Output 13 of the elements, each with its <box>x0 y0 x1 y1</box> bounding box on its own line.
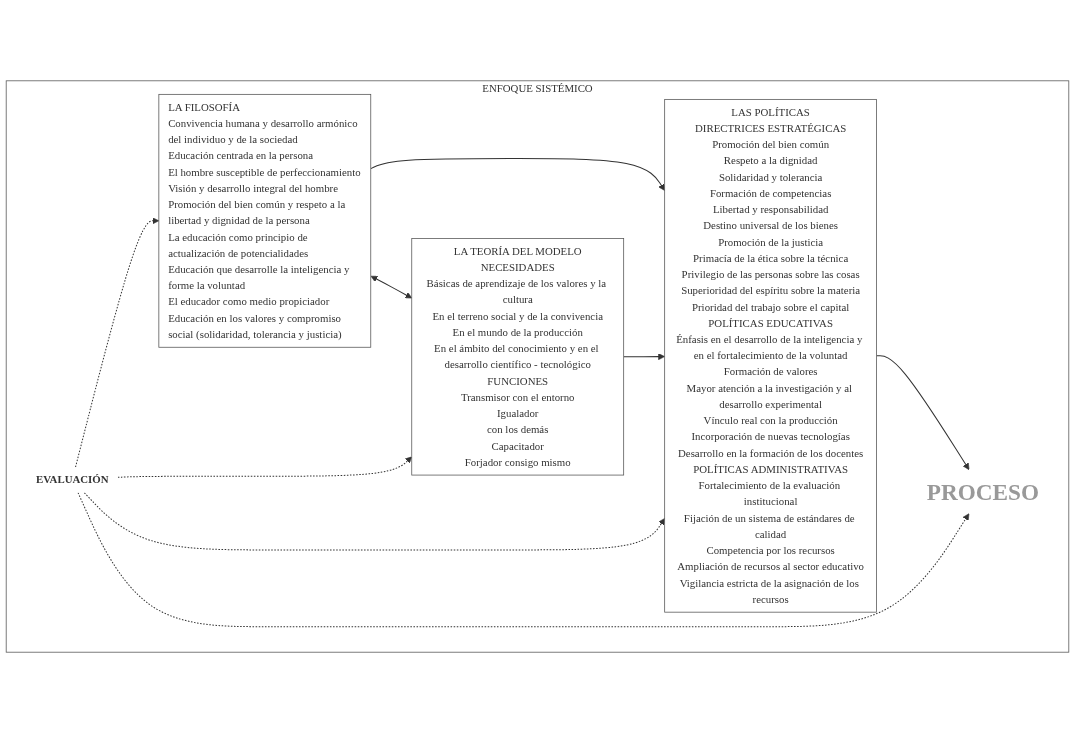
arrow <box>75 217 160 468</box>
arrow <box>83 492 665 551</box>
arrow <box>77 492 970 628</box>
node-text: PROCESO <box>926 478 1040 505</box>
node-box: LAS POLÍTICAS DIRECTRICES ESTRATÉGICAS Promoción del bien común Respeto a la dignidad Solidaridad y tolerancia Formación de competencias Libertad y responsabilidad Destino universal de los bienes Promoción de la justicia Primacía de la ética sobre la técnica Privilegio de las personas sobre las cosas Superioridad del espíritu sobre la materia Prioridad del trabajo sobre el capital POLÍTICAS EDUCATIVAS Énfasis en el desarrollo de la inteligencia y en el fortalecimiento de la voluntad Formación de valores Mayor atención a la investigación y al desarrollo experimental Vínculo real con la producción Incorporación de nuevas tecnologías Desarrollo en la formación de los docentes POLÍTICAS ADMINISTRATIVAS Fortalecimiento de la evaluación institucional Fijación de un sistema de estándares de calidad Competencia por los recursos Ampliación de recursos al sector educativo Vigilancia estricta de la asignación de los recursos <box>664 99 877 613</box>
arrow <box>370 275 413 299</box>
arrow <box>117 456 413 478</box>
node-text: EVALUACIÓN <box>35 474 109 486</box>
node-box: LA TEORÍA DEL MODELO NECESIDADES Básicas de aprendizaje de los valores y la cultura En el terreno social y de la convivencia En el mundo de la producción En el ámbito del conocimiento y en el desarrollo científico - tecnológico FUNCIONES Transmisor con el entorno Igualador con los demás Capacitador Forjador consigo mismo <box>411 238 625 476</box>
arrow <box>876 355 970 470</box>
node-box: LA FILOSOFÍA Convivencia humana y desarrollo armónico del individuo y de la sociedad Educación centrada en la persona El hombre susceptible de perfeccionamiento Visión y desarrollo integral del hombre Promoción del bien común y respeto a la libertad y dignidad de la persona La educación como principio de actualización de potencialidades Educación que desarrolle la inteligencia y forme la voluntad El educador como medio propiciador Educación en los valores y compromiso social (solidaridad, tolerancia y justicia) <box>158 93 372 348</box>
arrow <box>370 158 665 191</box>
arrow <box>623 353 665 361</box>
